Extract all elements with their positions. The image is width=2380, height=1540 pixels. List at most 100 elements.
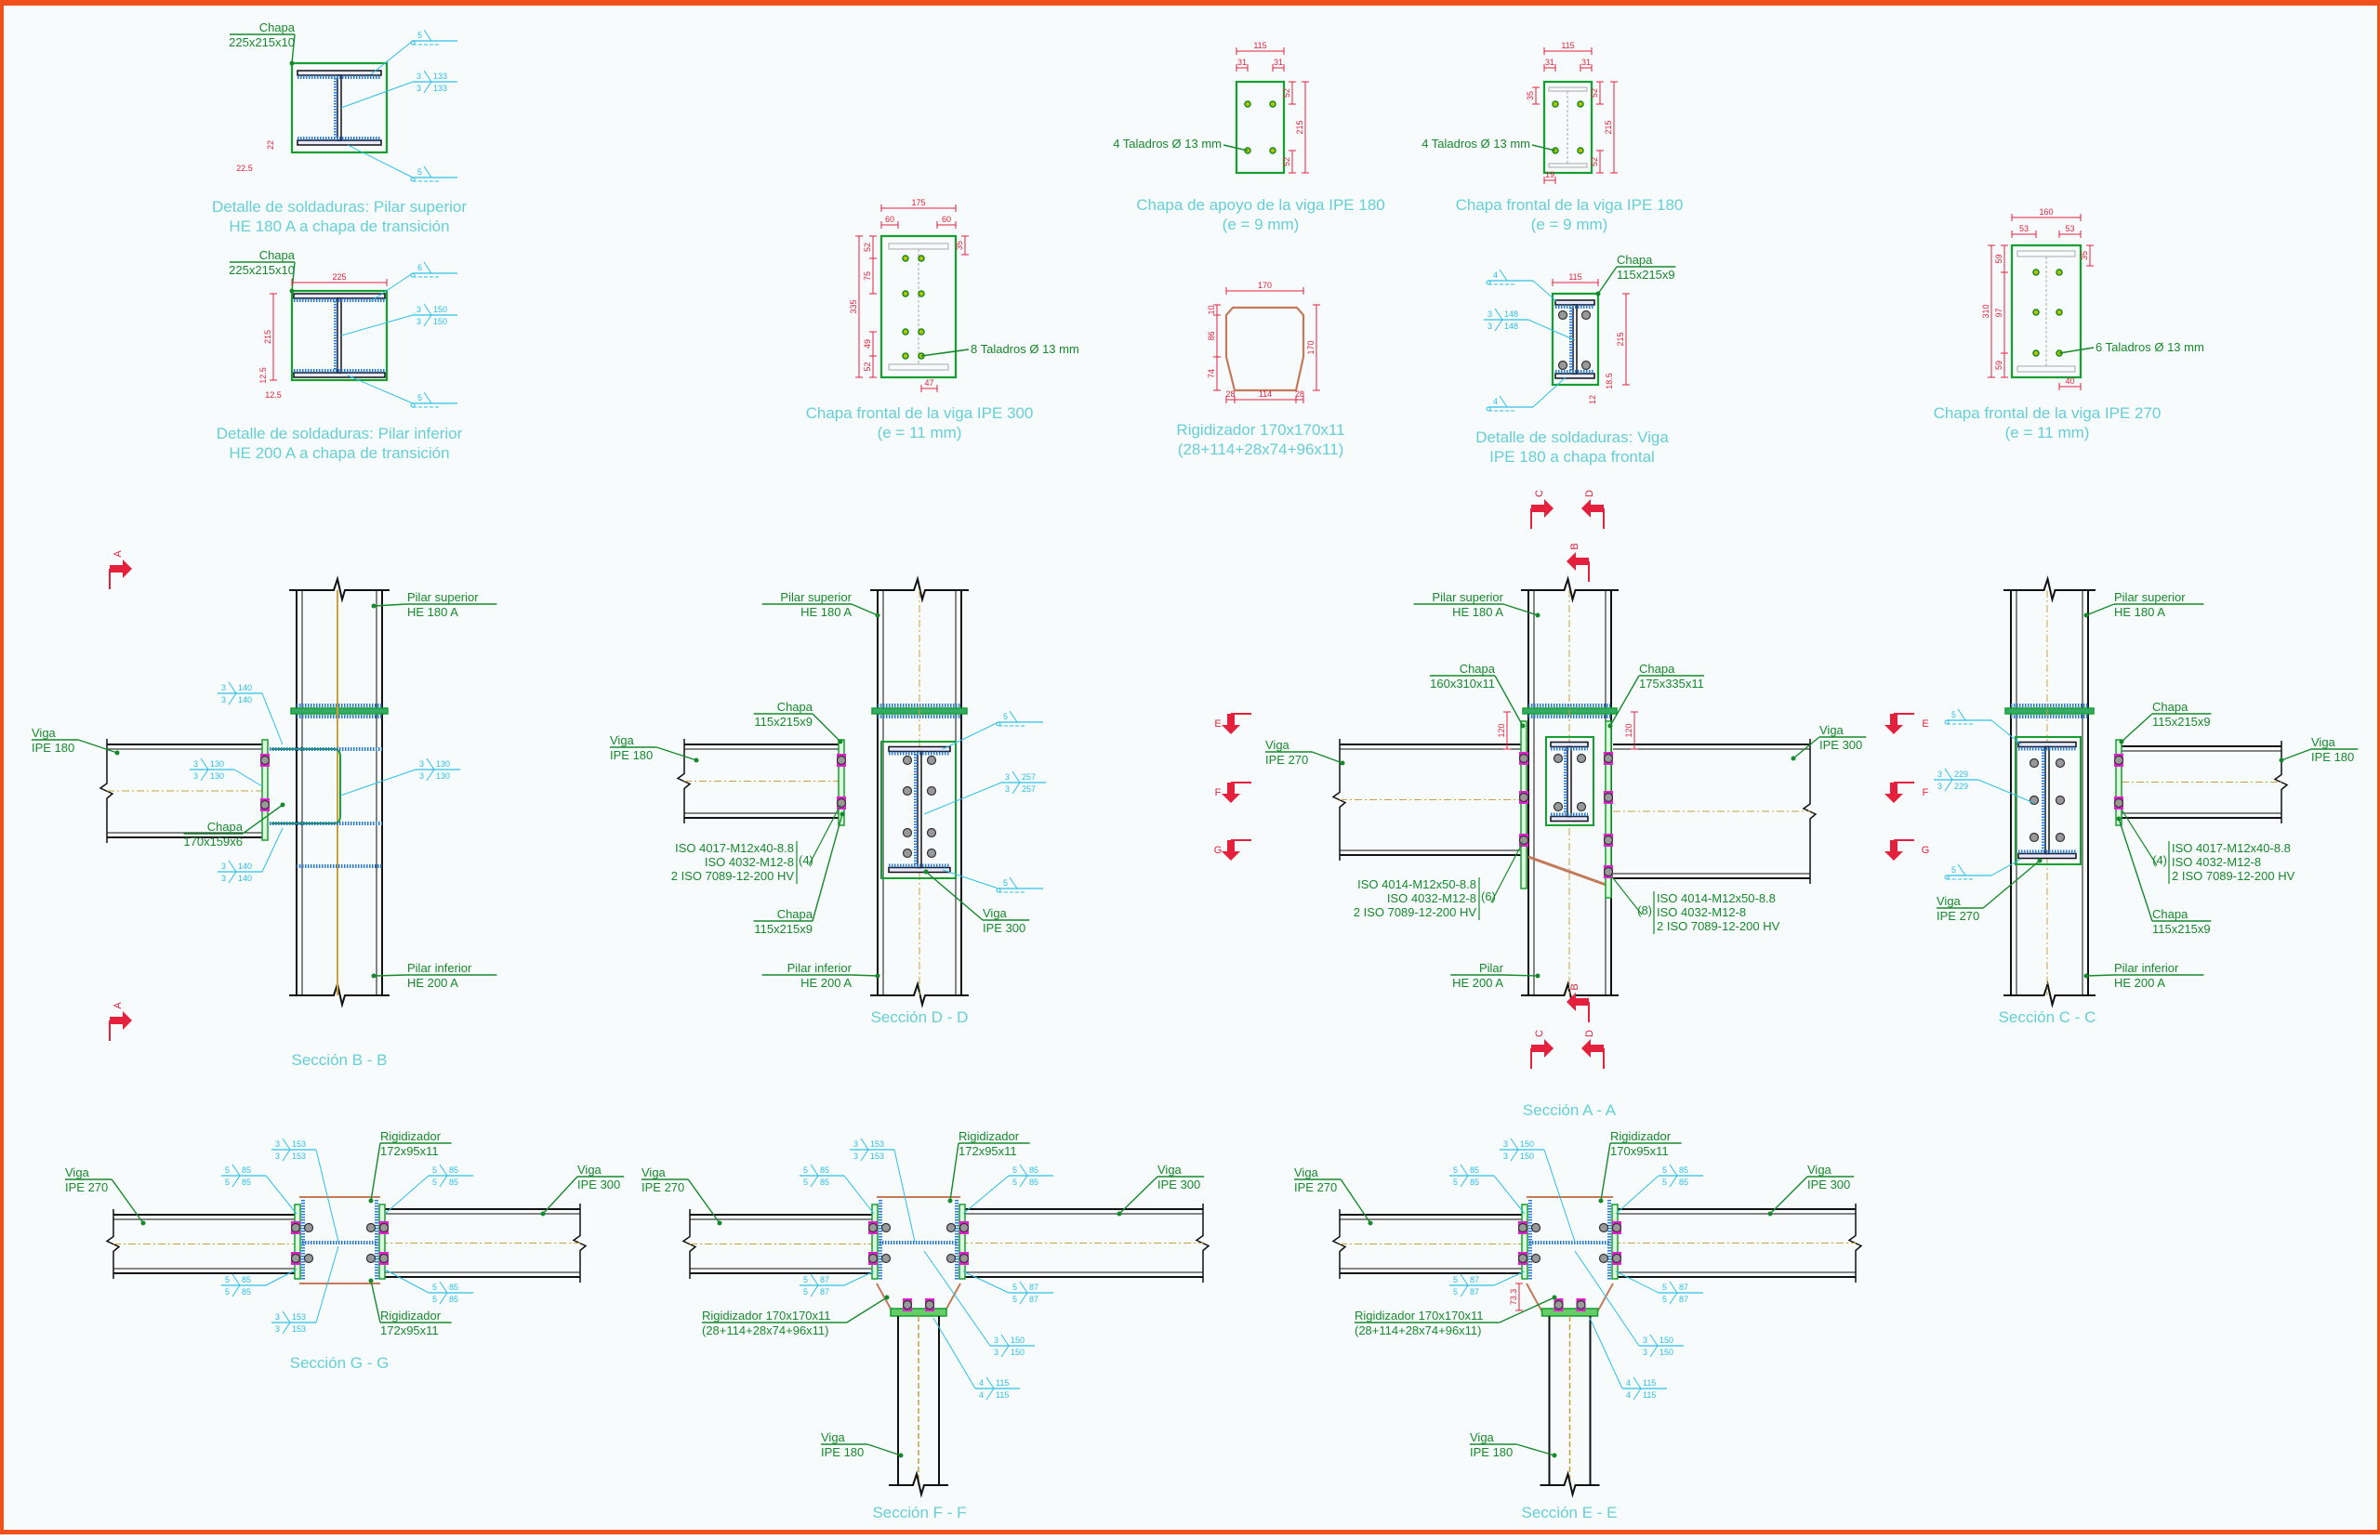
bolt: [378, 1253, 390, 1264]
weld-size: 5: [417, 31, 422, 40]
fillet-weld-icon: [1012, 770, 1021, 795]
dimension-value: 52: [1282, 157, 1291, 166]
fillet-weld-icon: [1669, 1164, 1678, 1188]
weld-size: 5: [1951, 710, 1956, 719]
weld-length: 150: [1659, 1348, 1673, 1357]
column-upper-label-line: HE 180 A: [407, 605, 458, 619]
leader-dot: [694, 757, 699, 763]
plate-label-line: Chapa: [207, 820, 244, 834]
weld-length: 85: [1470, 1178, 1479, 1187]
beam-outline: [888, 363, 949, 371]
weld-size: 3: [221, 874, 226, 883]
bolt-spec-line: ISO 4032-M12-8: [2172, 855, 2261, 869]
leader-dot: [840, 811, 845, 817]
weld-leader: [1589, 1317, 1623, 1389]
end-plate: [1540, 1308, 1599, 1317]
view-title: Sección E - E: [1522, 1504, 1618, 1521]
dimension-value: 97: [1994, 308, 2003, 317]
cut-letter: F: [1215, 787, 1222, 798]
weld-size: 3: [1488, 322, 1492, 331]
bolt: [1603, 753, 1614, 764]
end-plate: [294, 1204, 301, 1280]
leader-line: [812, 813, 843, 922]
leader-line: [1597, 266, 1618, 295]
weld-length: 153: [292, 1139, 306, 1149]
weld-size: 3: [1643, 1336, 1647, 1345]
leader-dot: [2119, 739, 2124, 744]
beam-label-line: Viga: [1294, 1165, 1319, 1179]
bolt: [926, 827, 937, 838]
weld-size: 5: [803, 1275, 808, 1284]
weld-size: 5: [1453, 1178, 1458, 1187]
transition-plate: [290, 707, 389, 715]
bolt-hole: [2056, 269, 2063, 276]
plate-label-line: Chapa: [1617, 253, 1653, 267]
weld-leader: [962, 1270, 1010, 1294]
holes-label: 6 Taladros Ø 13 mm: [2096, 340, 2204, 354]
fillet-weld-icon: [423, 261, 432, 274]
weld-length: 153: [292, 1152, 306, 1161]
stiffener-zone: [299, 1197, 380, 1283]
bolt-hole: [918, 290, 925, 297]
weld-length: 85: [1470, 1165, 1479, 1175]
bolt-spec-line: ISO 4017-M12x40-8.8: [675, 841, 794, 855]
end-plate: [1520, 720, 1527, 889]
weld-size: 3: [221, 683, 226, 692]
break-line: [681, 1209, 697, 1279]
leader-dot: [717, 1220, 722, 1226]
fillet-weld-icon: [439, 1281, 448, 1305]
weld-size: 3: [853, 1139, 858, 1149]
weld-length: 115: [996, 1378, 1009, 1388]
weld-leader: [265, 1175, 298, 1215]
leader-line: [370, 1280, 381, 1323]
leader-dot: [1368, 1220, 1373, 1226]
cut-arrow-icon: [1884, 714, 1903, 734]
plate-label-line: Chapa: [1639, 662, 1675, 676]
fillet-weld-icon: [1957, 708, 1966, 721]
weld-size: 4: [979, 1390, 984, 1400]
end-plate: [1605, 720, 1612, 899]
leader-dot: [1791, 756, 1796, 761]
weld-leader: [1543, 1149, 1576, 1243]
weld-size: 3: [1643, 1348, 1647, 1357]
cut-arrow-icon: [1531, 1039, 1554, 1058]
fillet-weld-icon: [1944, 768, 1953, 792]
column-lower-label-line: HE 200 A: [2114, 976, 2165, 990]
bolt-hole: [1269, 100, 1276, 108]
break-line: [1331, 1209, 1347, 1279]
bolt: [902, 785, 913, 796]
weld-leader: [315, 1245, 339, 1323]
fillet-weld-icon: [282, 1138, 291, 1162]
bolt: [1518, 792, 1529, 803]
weld-leader: [843, 1175, 875, 1215]
web: [337, 297, 342, 374]
leader-line: [2058, 347, 2095, 354]
cut-arrow-icon: [1581, 1039, 1604, 1058]
weld-leader: [942, 721, 999, 750]
leader-dot: [368, 1278, 374, 1283]
dimension-value: 310: [1981, 304, 1990, 318]
bolt-spec-line: ISO 4014-M12x50-8.8: [1357, 877, 1476, 891]
leader-dot: [1535, 973, 1540, 979]
end-plate: [1521, 1204, 1528, 1280]
break-line: [105, 1209, 121, 1279]
leader-line: [925, 871, 984, 921]
fillet-weld-icon: [228, 681, 237, 705]
column-upper-label-line: Pilar superior: [407, 590, 479, 604]
beam-outline: [2016, 250, 2076, 257]
weld-size: 5: [803, 1178, 808, 1187]
cut-arrow-icon: [1884, 783, 1903, 803]
dimension-value: 35: [2080, 251, 2089, 260]
weld-size: 5: [1662, 1295, 1667, 1304]
leader-dot: [838, 739, 843, 744]
view-title: HE 180 A a chapa de transición: [229, 217, 449, 235]
fillet-weld-icon: [423, 391, 432, 404]
weld-leader: [339, 769, 416, 796]
weld-length: 85: [242, 1287, 251, 1296]
